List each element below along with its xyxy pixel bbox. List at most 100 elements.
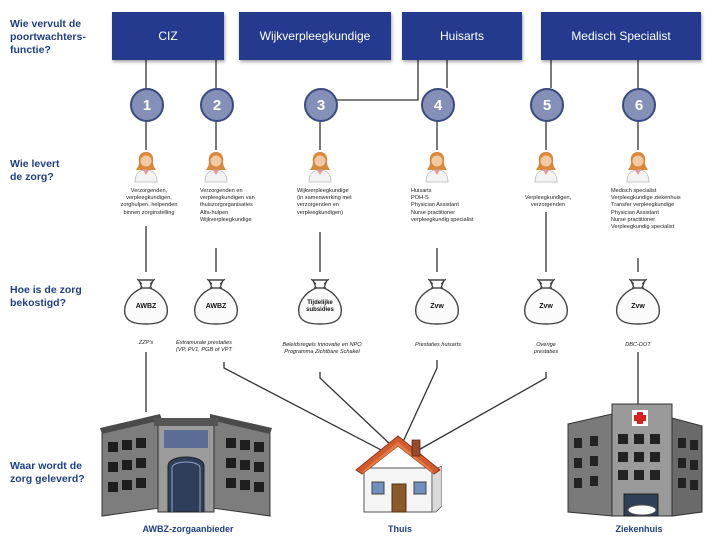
row-label-line: poortwachters-: [10, 31, 86, 43]
hospital-building-icon: [567, 403, 703, 517]
row-label-line: Waar wordt de: [10, 460, 82, 472]
funding-note-line: Overige: [536, 342, 556, 348]
money-bag-4: Zvw: [411, 276, 463, 326]
funding-note-line: (VP, PV1, PGB of VPT: [176, 347, 232, 353]
location-caption-ziekenhuis: Ziekenhuis: [615, 524, 663, 534]
funding-note-4: Prestaties huisarts: [402, 342, 474, 349]
provider-line: binnen zorginstelling: [123, 209, 175, 216]
row-label-line: zorg geleverd?: [10, 473, 85, 485]
bag-label-line: Tijdelijke: [307, 300, 333, 306]
row-label-line: functie?: [10, 44, 51, 56]
bag-label-line: Zvw: [430, 303, 444, 310]
person-icon: [134, 152, 158, 183]
bag-label-line: AWBZ: [135, 303, 157, 310]
money-bag-1: AWBZ: [120, 276, 172, 326]
provider-line: thuiszorgorganisaties: [200, 202, 253, 209]
house-icon: [355, 435, 442, 513]
provider-text-1: Verzorgenden, verpleegkundigen, zorghulp…: [106, 188, 192, 217]
money-bag-3: Tijdelijke subsidies: [294, 276, 346, 326]
person-icon: [534, 152, 558, 183]
bag-label-line: Zvw: [539, 303, 553, 310]
provider-line: Transfer verpleegkundige: [611, 202, 675, 209]
funding-note-line: prestaties: [533, 349, 559, 355]
provider-text-6: Medisch specialist Verpleegkundige zieke…: [611, 188, 709, 231]
bag-label-line: subsidies: [306, 307, 334, 313]
bag-label-line: Zvw: [631, 303, 645, 310]
row-label-line: bekostigd?: [10, 297, 67, 309]
money-bag-icon: [123, 278, 169, 325]
funding-note-3: Beleidsregels Innovatie en NPO Programma…: [270, 342, 374, 356]
route-circle-5: 5: [530, 88, 564, 122]
money-bag-icon: [523, 278, 569, 325]
funding-note-2: Extramurale prestaties (VP, PV1, PGB of …: [176, 340, 272, 354]
funding-note-line: Extramurale prestaties: [176, 340, 232, 346]
provider-line: (in samenwerking met: [297, 195, 352, 202]
funding-note-5: Overige prestaties: [516, 342, 576, 356]
provider-line: verpleegkundigen van: [200, 195, 255, 202]
provider-line: Physician Assistant: [411, 202, 459, 209]
bag-label: Zvw: [612, 303, 664, 310]
money-bag-icon: [414, 278, 460, 325]
money-bag-6: Zvw: [612, 276, 664, 326]
provider-line: verpleegkundigen,: [126, 195, 172, 202]
bag-label: Tijdelijke subsidies: [294, 300, 346, 314]
provider-line: Verpleegkundig specialist: [611, 224, 675, 231]
funding-note-line: Programma Zichtbare Schakel: [284, 349, 360, 355]
funding-note-line: DBC-DOT: [625, 342, 651, 348]
location-caption-awbz: AWBZ-zorgaanbieder: [142, 524, 234, 534]
location-caption-thuis: Thuis: [388, 524, 412, 534]
provider-line: verpleegkundigen): [297, 209, 344, 216]
row-label-funding: Hoe is de zorg bekostigd?: [10, 284, 82, 310]
person-icon: [626, 152, 650, 183]
provider-line: Verzorgenden,: [130, 188, 168, 194]
person-icon: [425, 152, 449, 183]
row-label-delivered: Waar wordt de zorg geleverd?: [10, 460, 85, 486]
row-label-care: Wie levert de zorg?: [10, 158, 60, 184]
row-label-line: de zorg?: [10, 171, 54, 183]
provider-line: Verzorgenden en: [200, 188, 243, 194]
provider-line: zorghulpen, helpenden: [120, 202, 178, 209]
row-label-gatekeeper: Wie vervult de poortwachters- functie?: [10, 18, 86, 57]
route-circle-6: 6: [622, 88, 656, 122]
provider-line: Alfa-hulpen: [200, 209, 229, 216]
provider-line: Wijkverpleegkundige: [297, 188, 349, 194]
money-bag-5: Zvw: [520, 276, 572, 326]
money-bag-icon: [615, 278, 661, 325]
provider-text-2: Verzorgenden en verpleegkundigen van thu…: [200, 188, 288, 224]
bag-label: AWBZ: [120, 303, 172, 310]
person-icon: [204, 152, 228, 183]
provider-line: Verpleegkundige ziekenhuis: [611, 195, 681, 202]
bag-label: Zvw: [520, 303, 572, 310]
money-bag-2: AWBZ: [190, 276, 242, 326]
provider-line: Nurse practitioner: [611, 216, 656, 223]
route-circle-4: 4: [421, 88, 455, 122]
provider-text-4: Huisarts POH-S Physician Assistant Nurse…: [411, 188, 497, 224]
provider-line: verpleegkundig specialist: [411, 216, 474, 223]
bag-label: AWBZ: [190, 303, 242, 310]
money-bag-icon: [193, 278, 239, 325]
provider-line: Physician Assistant: [611, 209, 659, 216]
funding-note-1: ZZP's: [116, 340, 176, 347]
bag-label-line: AWBZ: [205, 303, 227, 310]
provider-line: Huisarts: [411, 188, 432, 194]
funding-note-line: Beleidsregels Innovatie en NPO: [282, 342, 362, 348]
provider-line: Wijkverpleegkundige: [200, 216, 252, 223]
route-circle-1: 1: [130, 88, 164, 122]
funding-note-line: Prestaties huisarts: [414, 342, 461, 348]
gatekeeper-box-huisarts: Huisarts: [402, 12, 522, 60]
provider-text-5: Verpleegkundigen, verzorgenden: [516, 195, 580, 209]
route-circle-2: 2: [200, 88, 234, 122]
route-circle-3: 3: [304, 88, 338, 122]
care-institution-building-icon: [100, 414, 272, 517]
person-icon: [308, 152, 332, 183]
row-label-line: Wie levert: [10, 158, 60, 170]
gatekeeper-box-wijkverpleegkundige: Wijkverpleegkundige: [239, 12, 391, 60]
provider-line: Verpleegkundigen,: [524, 195, 572, 201]
money-bag-icon: [297, 278, 343, 325]
provider-line: Medisch specialist: [611, 188, 657, 194]
provider-text-3: Wijkverpleegkundige (in samenwerking met…: [297, 188, 383, 217]
gatekeeper-box-ciz: CIZ: [112, 12, 224, 60]
gatekeeper-box-medisch-specialist: Medisch Specialist: [541, 12, 701, 60]
provider-line: Nurse practitioner: [411, 209, 456, 216]
